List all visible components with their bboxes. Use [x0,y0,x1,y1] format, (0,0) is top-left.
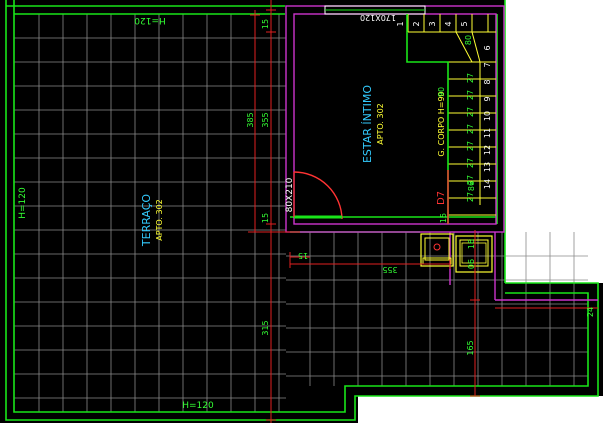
guard-rail-label: G. CORPO H=90 [437,91,446,156]
stair-tread-dimension: 27 [466,141,475,151]
stair-step-number: 8 [483,79,492,84]
dim-15-small: 15 [298,251,308,260]
stair-winder [455,31,473,63]
stair-step-number: 4 [444,21,453,26]
stair-tread-dimension: 27 [466,158,475,168]
dimension-texts: 15 385 355 15 15 355 315 165 15 86 90 06… [246,19,595,356]
window-170x120 [324,5,426,15]
stair-step-number: 12 [483,145,492,155]
stair-step-number: 7 [483,62,492,67]
dim-15-stair: 15 [439,213,448,223]
window-size-label: 170X120 [360,13,396,22]
railing-height-label-top: H=120 [134,15,166,25]
dimension-lines [248,0,598,423]
stair-wall [406,14,449,224]
dim-90: 90 [437,87,446,97]
laundry-tank-fixture [455,235,493,273]
stair-tread-dimension: 27 [466,192,475,202]
door-80x210 [293,171,343,220]
stair-tread-dimension: 27 [466,90,475,100]
dimension-ticks [250,9,480,421]
outside-area-top-right [505,0,603,283]
stair-tread-dimension: 27 [466,175,475,185]
stair-step-number: 6 [483,45,492,50]
estar-room-floor [294,14,496,224]
dim-06: 06 [467,259,476,269]
stair-step-number: 5 [460,21,469,26]
dim-15-top: 15 [261,19,270,29]
dim-315: 315 [261,320,270,335]
terrace-room-name: TERRAÇO [140,194,153,248]
terrace-apt-label: APTO. 302 [155,199,164,241]
dim-355-vertical: 355 [261,112,270,127]
exterior-walls [5,0,599,421]
dim-15-mid: 15 [261,213,270,223]
dim-165: 165 [466,340,475,355]
stair-step-number: 9 [483,96,492,101]
stair-step-number: 2 [412,21,421,26]
floor-tile-grid [14,14,588,412]
marker-d7: D7 [436,191,447,205]
sink-fixture [420,233,454,267]
stair-step-number: 10 [483,111,492,121]
stair-step-number: 1 [396,21,405,26]
dim-24: 24 [586,307,595,317]
dim-86: 86 [467,181,476,191]
stair-tread-dimension: 27 [466,124,475,134]
stair-step-number: 3 [428,21,437,26]
stair-tread-dimension: 27 [466,107,475,117]
stair-winder [471,31,481,63]
staircase [407,14,496,216]
outside-area-bottom-right [358,396,603,423]
door-size-label: 80X210 [285,177,295,212]
stair-step-number: 11 [483,128,492,138]
stair-step-number: 14 [483,179,492,189]
estar-room-name: ESTAR ÍNTIMO [361,85,374,163]
estar-apt-label: APTO. 302 [376,103,385,145]
railing-height-label-left: H=120 [18,187,28,219]
dim-355-horizontal: 355 [382,265,397,274]
stair-tread-dimension: 27 [466,73,475,83]
stair-step-number: 13 [483,162,492,172]
dim-385: 385 [246,112,255,127]
dim-16: 16 [467,239,476,249]
railing-height-label-bottom: H=120 [182,401,214,411]
stair-landing-dimension: 80 [464,35,473,45]
